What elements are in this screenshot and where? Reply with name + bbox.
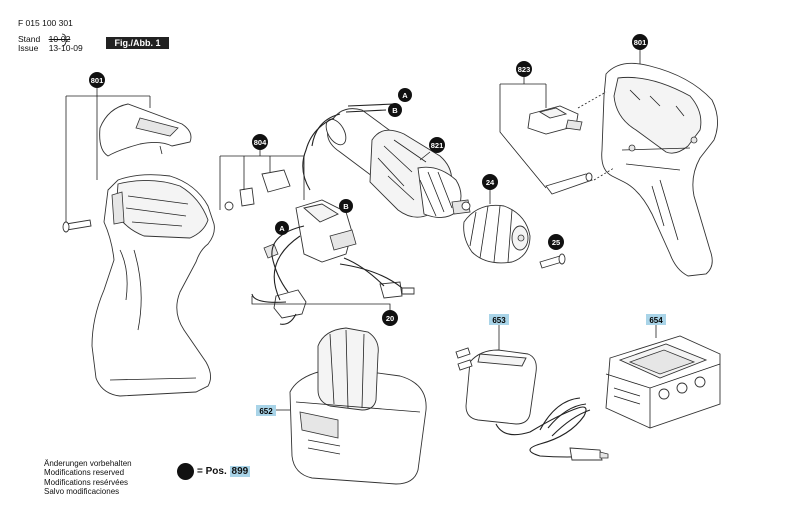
callout-821-label: 821 <box>431 141 444 150</box>
callout-821: 821 <box>429 137 445 153</box>
note-de: Änderungen vorbehalten <box>44 459 132 468</box>
tag-652-label: 652 <box>259 407 273 416</box>
issue-date: 13-10-09 <box>48 43 83 53</box>
legend-dot-icon <box>177 463 194 480</box>
tag-654-label: 654 <box>649 316 663 325</box>
left-housing-part <box>91 174 215 397</box>
motor-gearbox-part <box>325 108 471 218</box>
stand-label-text: Stand <box>18 34 41 44</box>
switch-electronics-part <box>224 169 415 319</box>
note-fr: Modifications resérvées <box>44 477 129 487</box>
issue-label: Issue 13-10-09 <box>18 43 83 53</box>
tag-653: 653 <box>489 314 509 350</box>
callout-823-label: 823 <box>518 65 531 74</box>
tag-653-label: 653 <box>492 316 506 325</box>
callout-A-motor-label: A <box>402 91 408 100</box>
housing-screw <box>62 219 92 233</box>
direction-switch-part <box>527 105 593 195</box>
callout-801-right-label: 801 <box>634 38 647 47</box>
chuck-screw <box>539 253 566 269</box>
modification-notes: Änderungen vorbehalten Modifications res… <box>44 459 132 497</box>
callout-24: 24 <box>482 174 498 190</box>
callout-A-switch-label: A <box>279 224 285 233</box>
tag-652: 652 <box>256 405 290 416</box>
charging-station-part <box>605 335 721 429</box>
callout-B-switch-label: B <box>343 202 349 211</box>
callout-B-motor: B <box>388 103 402 117</box>
charger-adapter-part <box>455 347 609 461</box>
callout-20-label: 20 <box>386 314 394 323</box>
callout-25-label: 25 <box>552 238 560 247</box>
issue-label-text: Issue <box>18 43 39 53</box>
figure-label: Fig./Abb. 1 <box>106 37 169 49</box>
stand-date: 10-02 <box>48 34 71 44</box>
callout-801: 801 <box>89 72 105 88</box>
note-en: Modifications reserved <box>44 468 125 478</box>
callout-823: 823 <box>516 61 532 77</box>
tag-654: 654 <box>646 314 666 338</box>
callout-804-label: 804 <box>254 138 267 147</box>
callout-804: 804 <box>252 134 268 150</box>
chuck-part <box>463 204 531 264</box>
callout-801-label: 801 <box>91 76 104 85</box>
header-bracket <box>61 33 67 47</box>
doc-number: F 015 100 301 <box>18 18 73 28</box>
battery-pack-part <box>289 327 427 485</box>
callout-A-switch: A <box>275 221 289 235</box>
callout-A-motor: A <box>398 88 412 102</box>
callout-B-switch: B <box>339 199 353 213</box>
top-cover-part <box>99 103 192 157</box>
right-housing-part <box>601 62 718 277</box>
legend-equals: = Pos. <box>197 466 227 477</box>
callout-801-right: 801 <box>632 34 648 50</box>
callout-25: 25 <box>548 234 564 250</box>
legend-text: = Pos. 899 <box>197 466 251 477</box>
callout-B-motor-label: B <box>392 106 398 115</box>
callout-24-label: 24 <box>486 178 495 187</box>
note-es: Salvo modificaciones <box>44 487 120 497</box>
legend-pos-number: 899 <box>229 466 251 477</box>
stand-label: Stand 10-02 <box>18 34 70 44</box>
callout-20: 20 <box>382 310 398 326</box>
